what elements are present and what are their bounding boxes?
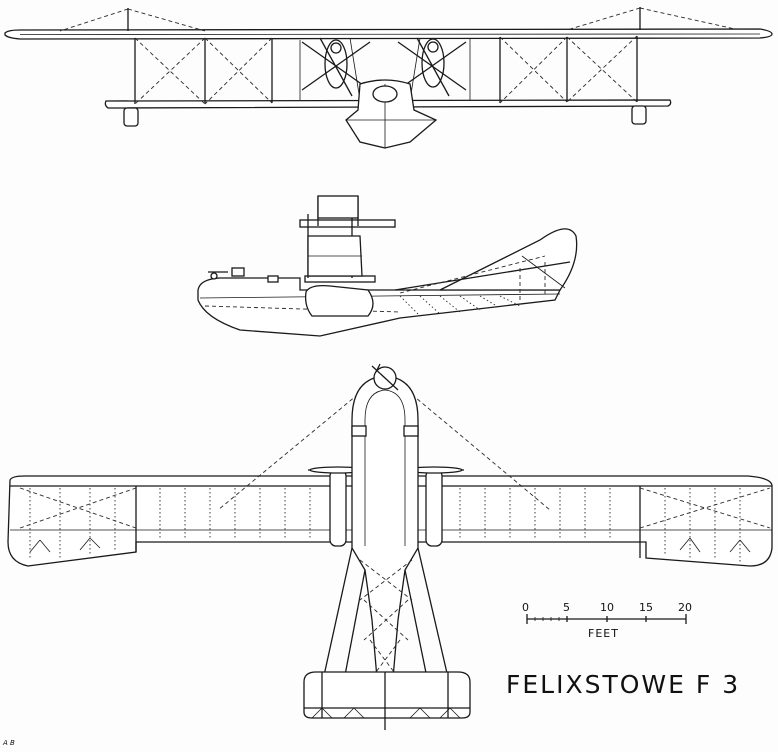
scale-tick-label-15: 15 — [639, 601, 653, 614]
artist-initials: A B — [3, 739, 15, 747]
plan-view — [7, 363, 773, 730]
side-view — [197, 195, 578, 337]
scale-tick-label-10: 10 — [600, 601, 614, 614]
scale-tick-label-5: 5 — [563, 601, 570, 614]
drawing-title: FELIXSTOWE F 3 — [506, 670, 741, 699]
front-view — [4, 7, 773, 149]
scale-unit-label: FEET — [588, 627, 619, 640]
scale-tick-label-20: 20 — [678, 601, 692, 614]
scale-bar — [526, 614, 687, 624]
scale-tick-label-0: 0 — [522, 601, 529, 614]
